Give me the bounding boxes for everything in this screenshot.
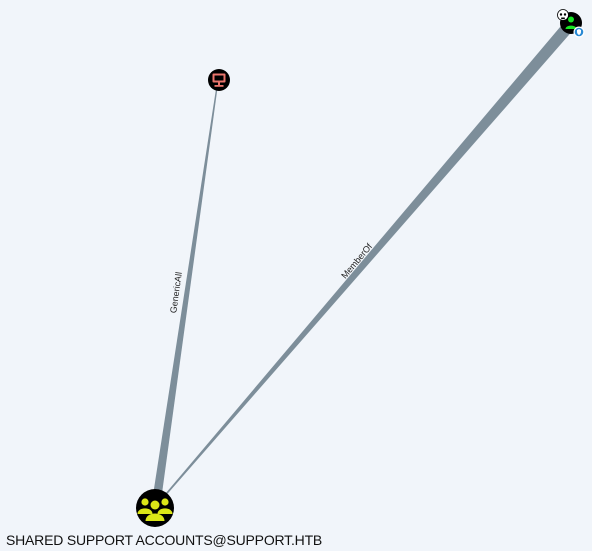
edge-memberof[interactable]: MemberOf bbox=[154, 20, 575, 508]
edge-genericall-line[interactable] bbox=[151, 80, 219, 508]
node-computer[interactable] bbox=[208, 69, 230, 91]
edge-memberof-line[interactable] bbox=[154, 20, 575, 508]
node-label-shared-support-accounts: SHARED SUPPORT ACCOUNTS@SUPPORT.HTB bbox=[6, 532, 323, 548]
computer-icon bbox=[212, 73, 226, 87]
node-shared-support-accounts[interactable] bbox=[136, 489, 174, 527]
users-icon bbox=[565, 16, 577, 29]
skull-icon bbox=[557, 9, 569, 21]
users-icon bbox=[137, 498, 173, 521]
shield-icon bbox=[573, 26, 585, 38]
edge-genericall-label: GenericAll bbox=[168, 271, 184, 314]
node-domain-admins[interactable] bbox=[557, 9, 585, 38]
